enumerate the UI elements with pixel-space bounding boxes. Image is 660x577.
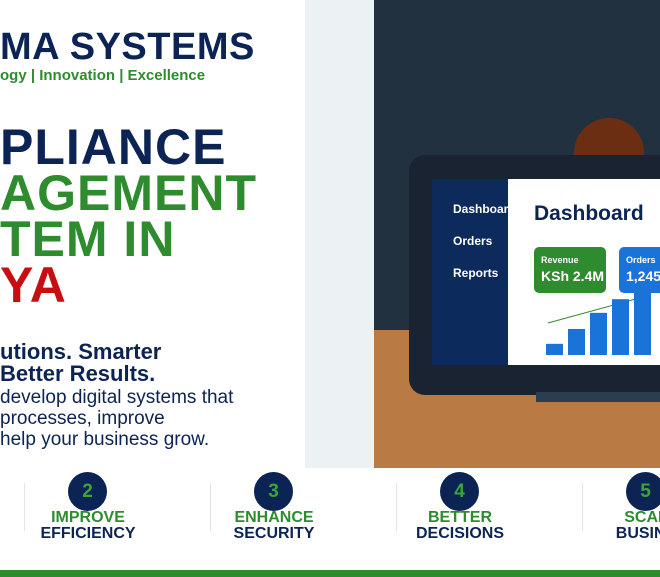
step-divider bbox=[396, 483, 397, 531]
sidebar-item-dashboard[interactable]: Dashboar bbox=[453, 202, 509, 216]
description-line-3: help your business grow. bbox=[0, 429, 210, 450]
chart-bar bbox=[634, 293, 651, 355]
step-4-subtitle: DECISIONS bbox=[415, 525, 504, 542]
step-divider bbox=[24, 483, 25, 531]
revenue-label: Revenue bbox=[541, 255, 579, 265]
orders-card: Orders 1,245 bbox=[619, 247, 660, 293]
subheading-line-2: Better Results. bbox=[0, 361, 156, 386]
description-line-2: processes, improve bbox=[0, 408, 165, 429]
step-number-2: 2 bbox=[68, 472, 107, 511]
step-2-subtitle: EFFICIENCY bbox=[40, 525, 136, 542]
headline-line-4: YA bbox=[0, 257, 67, 313]
step-divider bbox=[210, 483, 211, 531]
description-line-1: develop digital systems that bbox=[0, 387, 234, 408]
dashboard-title: Dashboard bbox=[534, 202, 644, 225]
sidebar-item-orders[interactable]: Orders bbox=[453, 234, 493, 248]
bottom-accent-bar bbox=[0, 570, 660, 577]
headline-line-1: PLIANCE bbox=[0, 119, 227, 175]
step-5-title: SCAL bbox=[624, 509, 660, 526]
brand-name: MA SYSTEMS bbox=[0, 26, 255, 68]
step-3-subtitle: SECURITY bbox=[233, 525, 315, 542]
chart-bar bbox=[612, 299, 629, 355]
sidebar-item-reports[interactable]: Reports bbox=[453, 266, 499, 280]
step-3-title: ENHANCE bbox=[234, 509, 314, 526]
chart-bar bbox=[546, 343, 563, 355]
dashboard-sidebar bbox=[432, 179, 508, 365]
chart-bar bbox=[568, 328, 585, 355]
dashboard-main: Dashboard Revenue KSh 2.4M Orders 1,245 bbox=[508, 179, 660, 365]
revenue-card: Revenue KSh 2.4M bbox=[534, 247, 606, 293]
chart-bar bbox=[590, 312, 607, 355]
brand-tagline: ogy | Innovation | Excellence bbox=[0, 67, 206, 84]
orders-value: 1,245 bbox=[626, 268, 660, 284]
step-5-subtitle: BUSINE bbox=[615, 525, 660, 542]
step-4-title: BETTER bbox=[428, 509, 492, 526]
headline-line-3: TEM IN bbox=[0, 211, 176, 267]
step-number-5: 5 bbox=[626, 472, 660, 511]
subheading-line-1: utions. Smarter bbox=[0, 339, 162, 364]
step-2-title: IMPROVE bbox=[51, 509, 125, 526]
step-number-3: 3 bbox=[254, 472, 293, 511]
background-panel bbox=[305, 0, 374, 468]
orders-label: Orders bbox=[626, 255, 656, 265]
monitor-stand bbox=[536, 392, 660, 402]
step-number-4: 4 bbox=[440, 472, 479, 511]
revenue-value: KSh 2.4M bbox=[541, 268, 605, 284]
headline-line-2: AGEMENT bbox=[0, 165, 257, 221]
step-divider bbox=[582, 483, 583, 531]
dashboard-bar-chart bbox=[546, 293, 651, 355]
